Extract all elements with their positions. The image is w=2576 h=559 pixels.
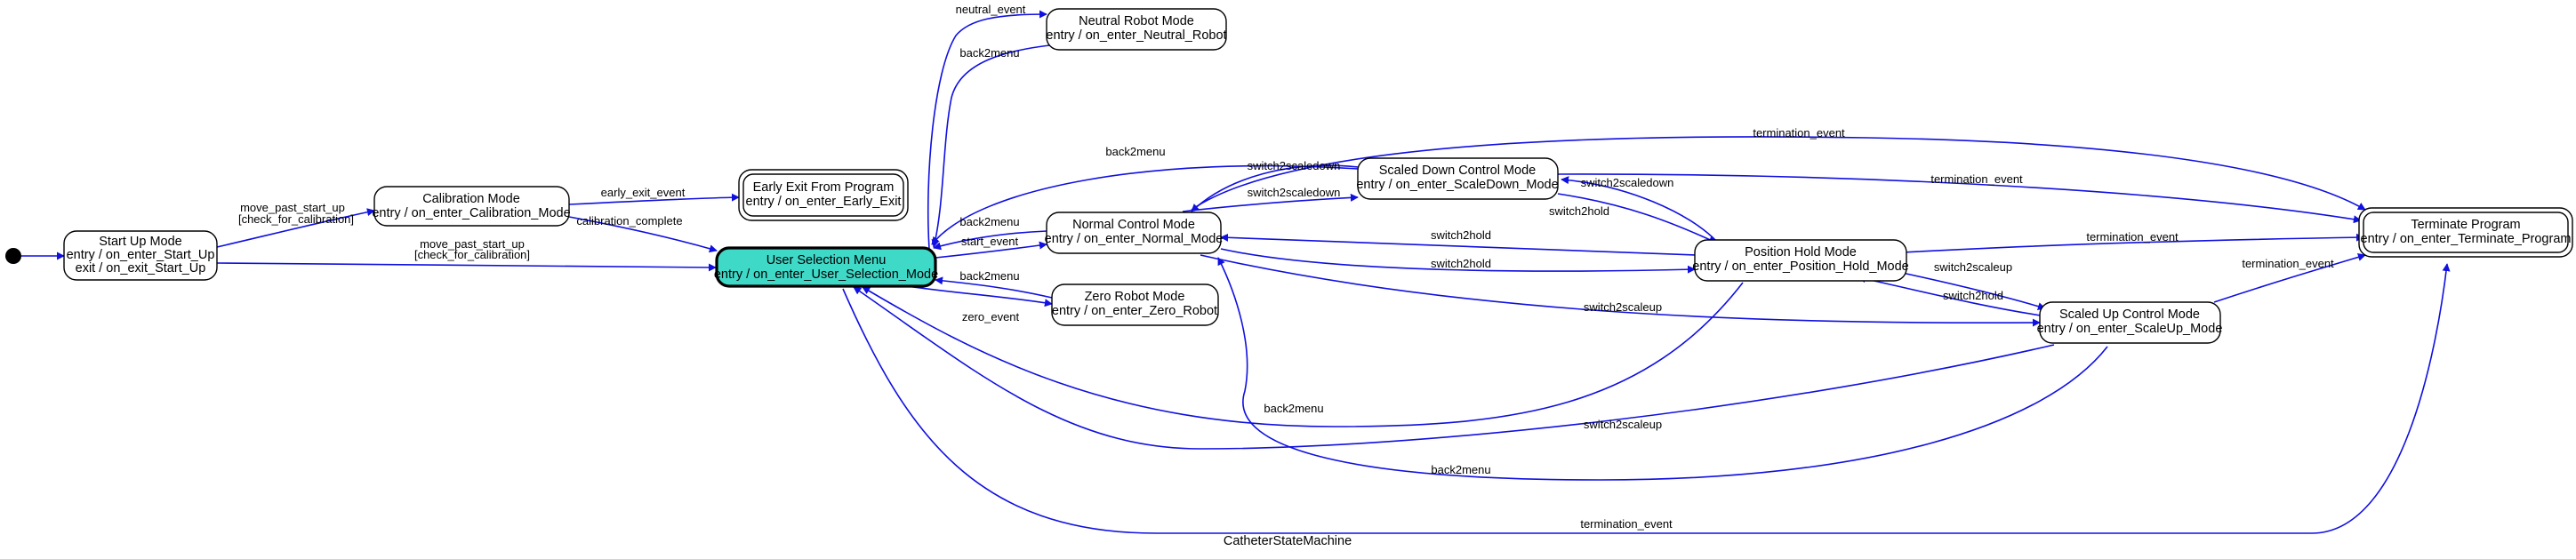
label-startup-to-calibration: move_past_start_up: [240, 201, 345, 214]
edge-zero-to-user: [935, 276, 1053, 299]
state-title: Scaled Up Control Mode: [2059, 307, 2200, 322]
label-cal-early-exit: early_exit_event: [601, 186, 686, 199]
edge-scaled-down-to-hold: [1557, 193, 1717, 244]
state-entry-action: entry / on_enter_Zero_Robot: [1052, 304, 1217, 318]
edge-scaled-up-to-hold: [1858, 275, 2042, 316]
label-user-neutral: neutral_event: [956, 3, 1026, 16]
state-entry-action: entry / on_enter_ScaleDown_Mode: [1356, 178, 1558, 192]
label-scaledown-normal: switch2scaledown: [1248, 159, 1341, 172]
edge-normal-to-hold: [1220, 248, 1696, 274]
state-entry-action: entry / on_enter_Early_Exit: [746, 195, 902, 209]
label-scaledown-hold: switch2hold: [1549, 204, 1609, 218]
label-scaledown-terminate: termination_event: [1930, 172, 2023, 186]
label-scaledown-back: back2menu: [1105, 145, 1165, 158]
label-scaleup-back: back2menu: [1431, 463, 1490, 476]
edge-user-to-normal: [935, 241, 1047, 259]
state-normal: Normal Control Mode entry / on_enter_Nor…: [1045, 212, 1224, 254]
label-user-normal: start_event: [961, 235, 1019, 248]
label-hold-terminate: termination_event: [2086, 230, 2179, 244]
label-normal-scaledown: switch2scaledown: [1248, 186, 1341, 199]
label-hold-scaleup: switch2scaleup: [1934, 260, 2012, 274]
state-calibration: Calibration Mode entry / on_enter_Calibr…: [372, 186, 571, 227]
edge-scaled-up-to-normal: [1217, 257, 2108, 481]
state-entry-action: entry / on_enter_User_Selection_Mode: [714, 268, 938, 282]
state-title: Start Up Mode: [99, 235, 182, 249]
state-title: Terminate Program: [2411, 218, 2520, 232]
edge-scaled-down-to-normal: [1191, 164, 1359, 212]
edge-startup-to-user-selection: [216, 262, 717, 272]
label-hold-scaledown: switch2scaledown: [1581, 176, 1674, 189]
edge-startup-to-calibration: [216, 208, 375, 248]
state-title: Normal Control Mode: [1072, 218, 1195, 232]
state-exit-action: exit / on_exit_Start_Up: [76, 261, 206, 276]
edge-normal-to-scaled-down: [1182, 193, 1359, 212]
edge-calibration-to-early-exit: [568, 193, 740, 205]
edge-scaled-up-to-terminate: [2213, 253, 2366, 303]
state-title: Calibration Mode: [422, 192, 520, 206]
state-zero: Zero Robot Mode entry / on_enter_Zero_Ro…: [1051, 283, 1219, 326]
label-normal-hold: switch2hold: [1431, 257, 1491, 270]
label-normal-scaleup: switch2scaleup: [1584, 300, 1662, 314]
state-terminate: Terminate Program entry / on_enter_Termi…: [2358, 207, 2573, 258]
state-entry-action: entry / on_enter_Terminate_Program: [2361, 232, 2572, 246]
state-entry-action: entry / on_enter_Calibration_Mode: [372, 206, 570, 220]
state-early-exit: Early Exit From Program entry / on_enter…: [738, 169, 909, 221]
label-hold-normal: switch2hold: [1431, 228, 1491, 242]
label-zero-back: back2menu: [959, 269, 1019, 283]
diagram-caption: CatheterStateMachine: [1224, 534, 1352, 548]
edge-hold-to-terminate: [1902, 233, 2364, 253]
state-title: Zero Robot Mode: [1085, 290, 1185, 304]
state-title: Neutral Robot Mode: [1079, 14, 1194, 28]
edge-hold-to-user: [862, 282, 1744, 427]
state-startup: Start Up Mode entry / on_enter_Start_Up …: [63, 230, 218, 281]
label-normal-back: back2menu: [959, 215, 1019, 228]
edge-calibration-to-user-selection: [568, 216, 718, 253]
label-scaledown-terminate-top: termination_event: [1753, 126, 1845, 140]
edge-user-to-terminate: [842, 263, 2451, 534]
edge-normal-to-user: [933, 230, 1047, 251]
state-title: Position Hold Mode: [1745, 245, 1857, 260]
edge-user-to-neutral: [927, 10, 1047, 250]
label-neutral-back: back2menu: [959, 46, 1019, 60]
label-startup-to-calibration-guard: [check_for_calibration]: [238, 212, 354, 226]
label-hold-back: back2menu: [1264, 402, 1323, 415]
state-scaled-down: Scaled Down Control Mode entry / on_ente…: [1356, 157, 1559, 200]
state-position-hold: Position Hold Mode entry / on_enter_Posi…: [1692, 239, 1909, 282]
edge-scaled-up-to-user: [853, 286, 2055, 450]
edge-scaled-down-to-terminate: [1557, 173, 2362, 224]
edge-labels: move_past_start_up [check_for_calibratio…: [238, 3, 2334, 531]
label-startup-to-user-guard: [check_for_calibration]: [414, 248, 530, 261]
state-title: Scaled Down Control Mode: [1379, 164, 1537, 178]
edge-hold-to-scaled-down: [1561, 176, 1717, 242]
state-title: Early Exit From Program: [753, 180, 895, 195]
state-entry-action: entry / on_enter_Position_Hold_Mode: [1692, 260, 1908, 274]
edge-neutral-to-user: [931, 43, 1068, 248]
edges: [5, 10, 2451, 534]
label-cal-complete: calibration_complete: [576, 214, 682, 228]
state-entry-action: entry / on_enter_ScaleUp_Mode: [2037, 322, 2223, 336]
label-scaleup-hold: switch2hold: [1943, 289, 2003, 302]
label-user-terminate: termination_event: [1580, 517, 1673, 531]
state-scaled-up: Scaled Up Control Mode entry / on_enter_…: [2037, 301, 2223, 344]
edge-hold-to-scaled-up: [1893, 270, 2046, 310]
state-user-selection: User Selection Menu entry / on_enter_Use…: [714, 246, 938, 288]
initial-state-marker: [5, 248, 21, 264]
edge-normal-to-scaled-up: [1200, 254, 2041, 327]
label-scaleup-user: switch2scaleup: [1584, 418, 1662, 431]
edge-scaled-down-to-user: [931, 164, 1359, 245]
label-scaleup-terminate: termination_event: [2242, 257, 2334, 270]
edge-normal-to-terminate: [1191, 136, 2366, 211]
label-startup-to-user: move_past_start_up: [420, 237, 525, 251]
state-entry-action: entry / on_enter_Start_Up: [67, 248, 215, 262]
state-entry-action: entry / on_enter_Normal_Mode: [1045, 232, 1224, 246]
state-neutral: Neutral Robot Mode entry / on_enter_Neut…: [1046, 8, 1227, 51]
state-title: User Selection Menu: [766, 253, 887, 268]
edge-hold-to-normal: [1220, 233, 1697, 256]
label-user-zero: zero_event: [962, 310, 1020, 323]
state-entry-action: entry / on_enter_Neutral_Robot: [1046, 28, 1226, 43]
